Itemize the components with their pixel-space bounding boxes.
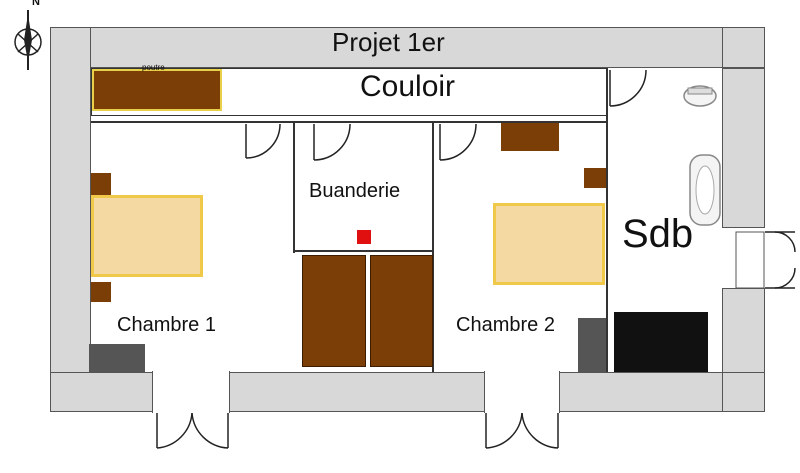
desk-chambre2 xyxy=(501,123,559,151)
partition-sdb-left xyxy=(606,68,608,372)
partition-buanderie-left xyxy=(293,121,295,253)
appliance-chambre1 xyxy=(89,344,145,372)
compass-north-label: N xyxy=(32,0,40,8)
wardrobe-right xyxy=(370,255,433,367)
sdb-label: Sdb xyxy=(622,212,694,256)
partition-chambre2-left xyxy=(432,250,434,372)
chambre1-label: Chambre 1 xyxy=(117,314,216,336)
wall-top xyxy=(50,27,800,68)
partition-buanderie-bottom xyxy=(293,250,434,252)
plan-title: Projet 1er xyxy=(332,27,445,57)
partition-corridor-bottom xyxy=(91,121,608,123)
bed-chambre2 xyxy=(493,203,605,285)
wall-left xyxy=(50,27,91,412)
wall-top-right-cover xyxy=(765,27,800,228)
wall-top-right-cap xyxy=(722,27,765,68)
wall-right-upper xyxy=(722,68,765,228)
entrance-gap-right xyxy=(484,371,560,413)
bed-chambre1 xyxy=(91,195,203,277)
compass-rose-icon xyxy=(14,10,42,70)
partition-buanderie-right xyxy=(432,121,434,253)
beam xyxy=(92,69,222,111)
appliance-chambre2 xyxy=(578,318,606,372)
bathtub xyxy=(614,312,708,372)
wardrobe-left xyxy=(302,255,366,367)
nightstand-left-top xyxy=(91,173,111,195)
buanderie-label: Buanderie xyxy=(309,180,401,202)
nightstand-left-bottom xyxy=(91,282,111,302)
compass: N xyxy=(8,0,48,72)
nightstand-right-top xyxy=(584,168,606,188)
chambre2-label: Chambre 2 xyxy=(456,314,555,336)
wall-bottom-right-cover xyxy=(765,288,800,412)
corridor-label: Couloir xyxy=(360,70,456,103)
beam-label: poutre xyxy=(142,63,165,72)
wall-bottom-right-cap xyxy=(722,372,765,412)
water-heater-accent xyxy=(357,230,371,244)
entrance-gap-left xyxy=(152,371,230,413)
